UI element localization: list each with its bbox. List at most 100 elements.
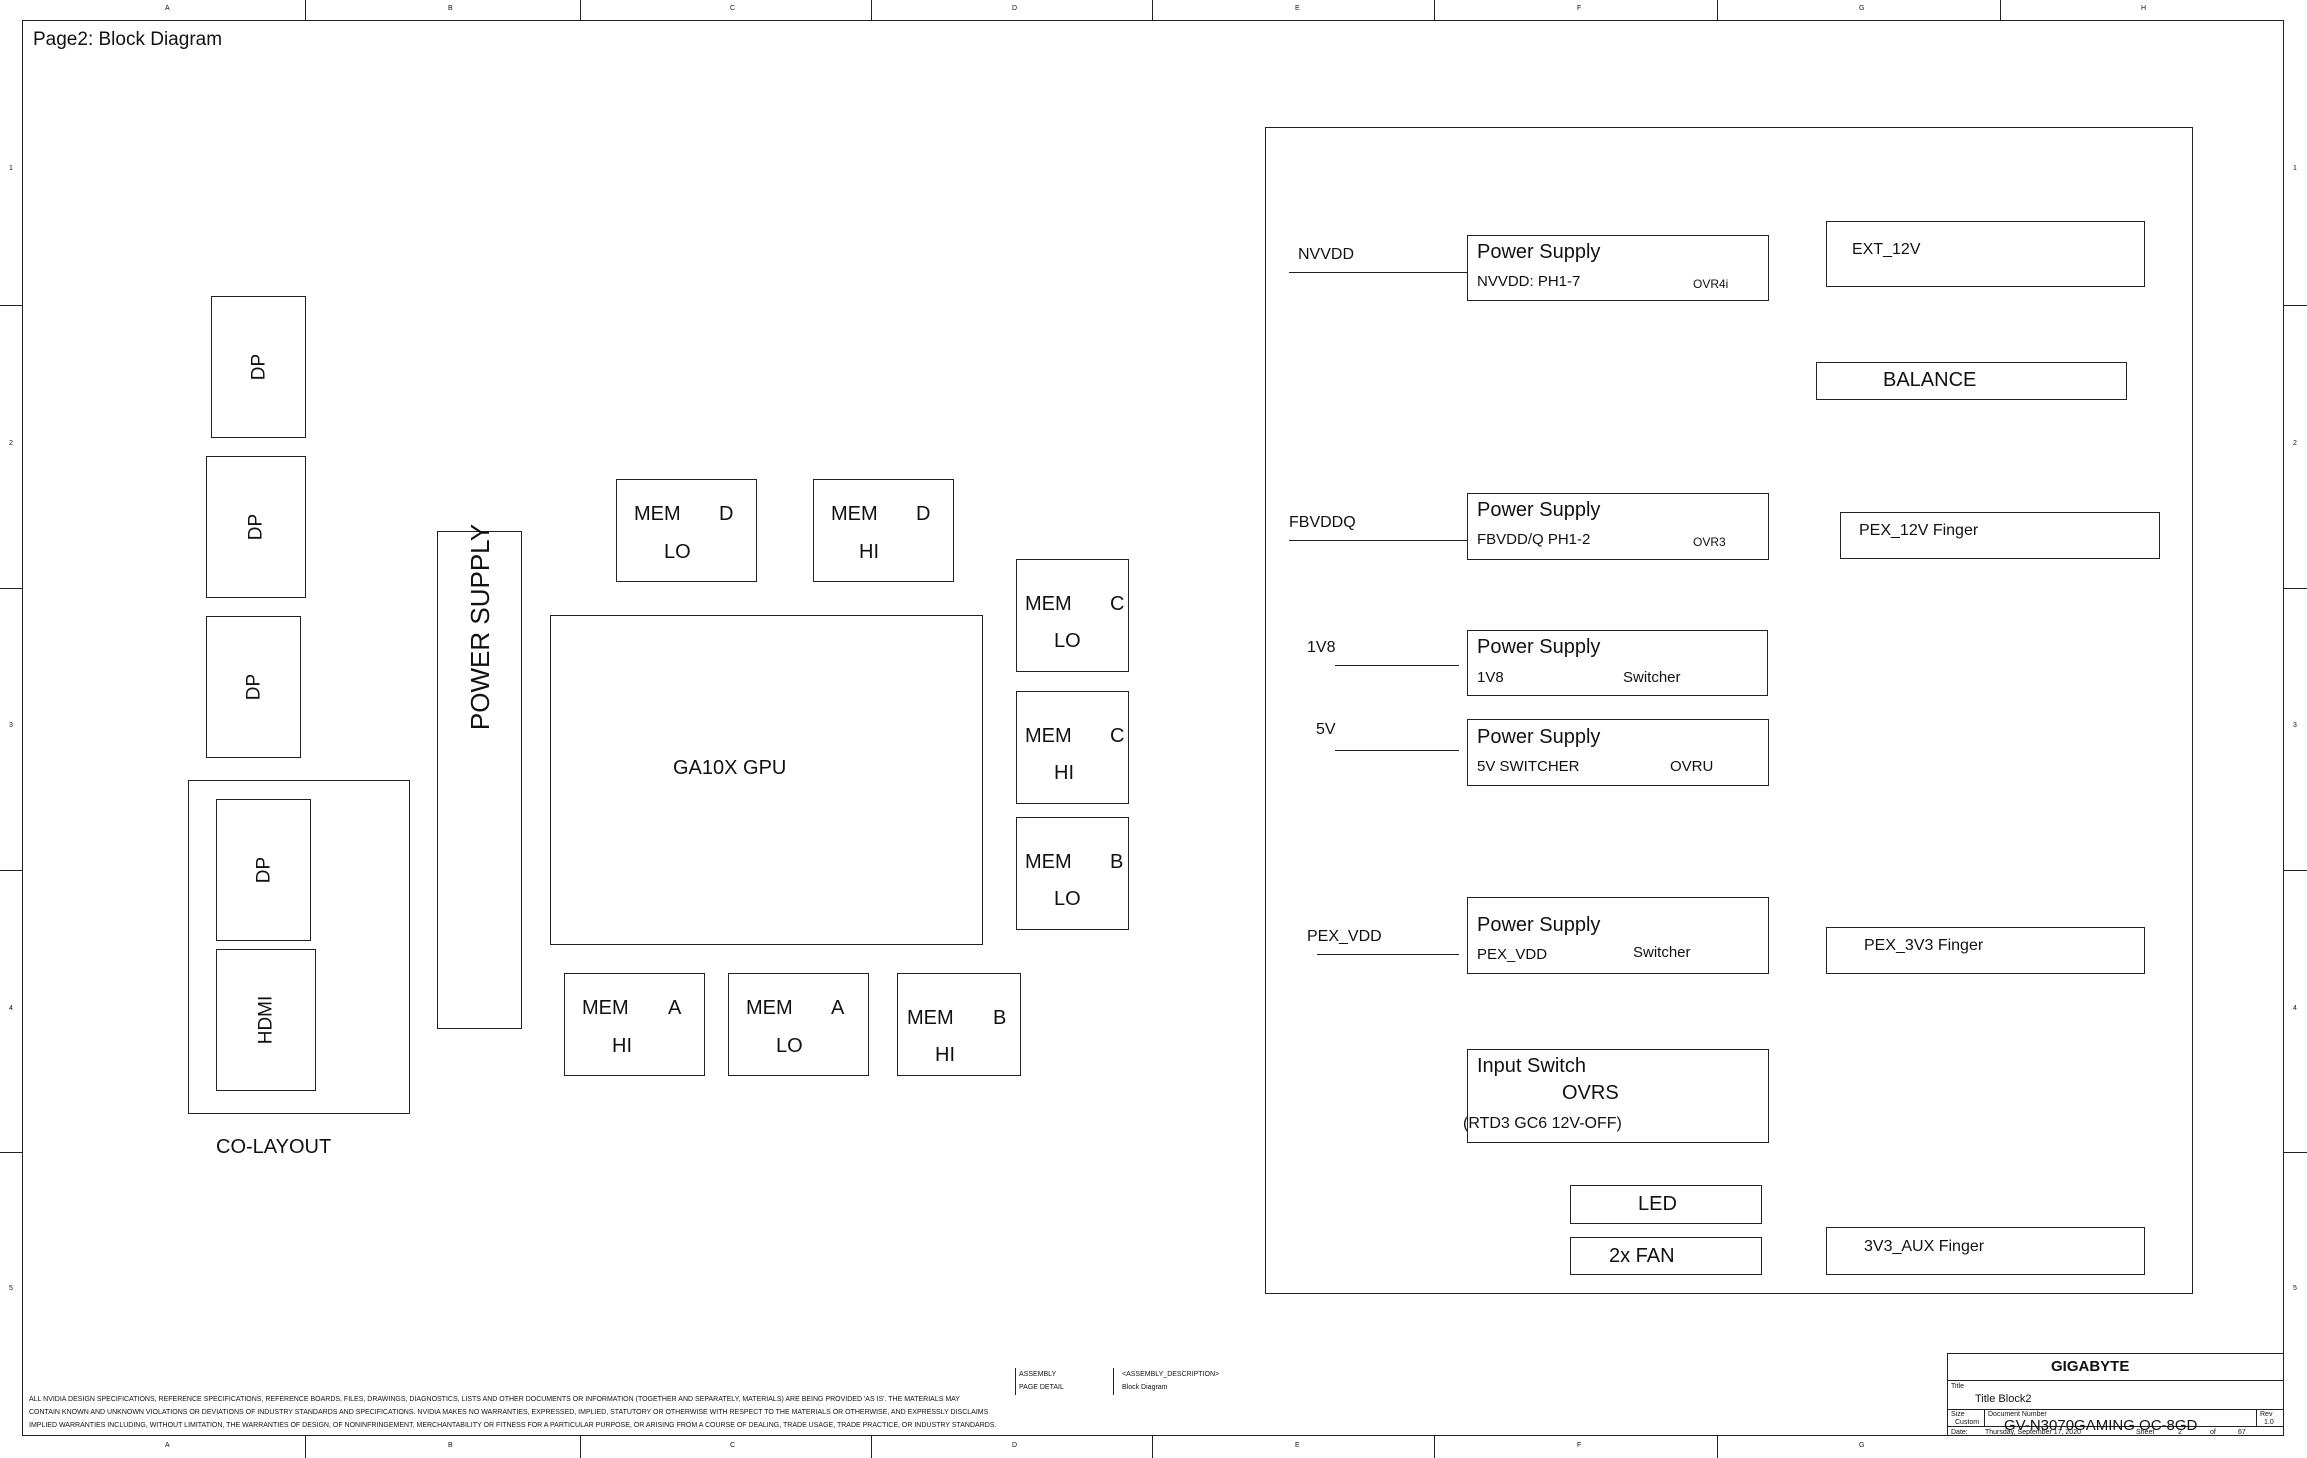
title-block-row-2-divider: [1948, 1409, 2283, 1410]
power-supply-nvvdd-sub: NVVDD: PH1-7: [1477, 273, 1581, 290]
power-supply-fbvddq-sub: FBVDD/Q PH1-2: [1477, 531, 1591, 548]
mem-b-lo: MEM B LO: [1016, 817, 1129, 930]
ruler-col-h: H: [2141, 5, 2147, 12]
mem-a-lo-type: MEM: [746, 997, 793, 1019]
date-label: Date:: [1951, 1429, 1968, 1436]
mem-d-lo-channel: D: [719, 503, 734, 525]
mem-a-lo: MEM A LO: [728, 973, 869, 1076]
mem-c-hi-rank: HI: [1054, 762, 1074, 784]
power-supply-5v-tag: OVRU: [1670, 758, 1714, 775]
rail-pexvdd-label: PEX_VDD: [1307, 928, 1382, 945]
mem-a-lo-rank: LO: [776, 1035, 803, 1057]
dp-connector-1: DP: [211, 296, 306, 438]
ruler-col-f: F: [1577, 5, 1582, 12]
dp-connector-1-label: DP: [248, 353, 269, 381]
power-supply-fbvddq-title: Power Supply: [1477, 499, 1601, 521]
ruler-right-row-5: 5: [2293, 1285, 2297, 1292]
mem-d-hi-rank: HI: [859, 541, 879, 563]
rail-nvvdd-label: NVVDD: [1298, 246, 1355, 263]
power-supply-1v8-sub: 1V8: [1477, 669, 1504, 686]
power-supply-5v-sub: 5V SWITCHER: [1477, 758, 1580, 775]
ruler-bottom-col-c: C: [730, 1442, 736, 1449]
ruler-bottom-col-d: D: [1012, 1442, 1018, 1449]
rail-pexvdd-line: [1317, 954, 1459, 955]
ruler-row-1: 1: [9, 165, 13, 172]
mem-d-lo: MEM D LO: [616, 479, 757, 582]
power-supply-1v8-title: Power Supply: [1477, 636, 1601, 658]
mem-d-hi: MEM D HI: [813, 479, 954, 582]
input-switch-sub: OVRS: [1562, 1082, 1619, 1104]
docnum-label: Document Number: [1988, 1411, 2047, 1418]
input-switch-note: (RTD3 GC6 12V-OFF): [1463, 1115, 1622, 1132]
dp-connector-2: DP: [206, 456, 306, 598]
mem-d-lo-type: MEM: [634, 503, 681, 525]
rail-fbvddq-label: FBVDDQ: [1289, 514, 1356, 531]
disclaimer-line-1: ALL NVIDIA DESIGN SPECIFICATIONS, REFERE…: [29, 1396, 960, 1403]
fan-label: 2x FAN: [1609, 1245, 1675, 1267]
ruler-col-e: E: [1295, 5, 1300, 12]
hdmi-connector-label: HDMI: [255, 995, 277, 1045]
power-supply-bar: POWER SUPPLY: [437, 524, 522, 1029]
title-block-size-divider: [1984, 1409, 1985, 1426]
ext-12v-label: EXT_12V: [1852, 241, 1921, 258]
ruler-col-c: C: [730, 5, 736, 12]
ruler-bottom-col-b: B: [448, 1442, 453, 1449]
mem-c-hi-type: MEM: [1025, 725, 1072, 747]
docnum-value: GV-N3070GAMING OC-8GD: [2004, 1417, 2198, 1434]
assembly-value: <ASSEMBLY_DESCRIPTION>: [1122, 1371, 1220, 1378]
mem-b-lo-rank: LO: [1054, 888, 1081, 910]
dp-connector-2-label: DP: [245, 513, 267, 541]
of-label: of: [2210, 1429, 2216, 1436]
ruler-row-5: 5: [9, 1285, 13, 1292]
mem-b-lo-type: MEM: [1025, 851, 1072, 873]
sheet-label: Sheet: [2136, 1429, 2155, 1436]
page-detail-label: PAGE DETAIL: [1019, 1384, 1064, 1391]
ruler-right-row-2: 2: [2293, 440, 2297, 447]
rail-1v8-line: [1335, 665, 1459, 666]
ruler-right-row-4: 4: [2293, 1005, 2297, 1012]
dp-connector-4: DP: [216, 799, 311, 941]
assembly-divider-right: [1113, 1368, 1114, 1395]
pex-3v3-finger-block: PEX_3V3 Finger: [1826, 927, 2145, 974]
gpu-block: GA10X GPU: [550, 615, 983, 945]
aux-3v3-finger-block: 3V3_AUX Finger: [1826, 1227, 2145, 1275]
ruler-bottom-col-e: E: [1295, 1442, 1300, 1449]
mem-c-lo-rank: LO: [1054, 630, 1081, 652]
power-supply-1v8-tag: Switcher: [1623, 669, 1681, 686]
title-value: Title Block2: [1975, 1393, 2032, 1405]
size-value: Custom: [1955, 1419, 1980, 1426]
pex-3v3-finger-label: PEX_3V3 Finger: [1864, 937, 1984, 954]
ruler-bottom-col-f: F: [1577, 1442, 1582, 1449]
ruler-right-row-1: 1: [2293, 165, 2297, 172]
aux-3v3-finger-label: 3V3_AUX Finger: [1864, 1238, 1985, 1255]
title-block-row-3-divider: [1948, 1426, 2283, 1427]
title-block: GIGABYTE Title Title Block2 Size Custom …: [1947, 1353, 2284, 1436]
ruler-bottom-col-g: G: [1859, 1442, 1865, 1449]
sheet-value: 2: [2178, 1429, 2182, 1436]
mem-a-hi-rank: HI: [612, 1035, 632, 1057]
gpu-label: GA10X GPU: [673, 757, 787, 779]
mem-b-hi-channel: B: [993, 1007, 1007, 1029]
ruler-col-a: A: [165, 5, 170, 12]
assembly-divider-left: [1015, 1368, 1016, 1395]
title-block-rev-divider: [2256, 1409, 2257, 1426]
drawing-frame: [22, 20, 2284, 1436]
company-name: GIGABYTE: [2051, 1358, 2130, 1375]
power-supply-bar-label: POWER SUPPLY: [465, 523, 495, 731]
rail-5v-label: 5V: [1316, 721, 1336, 738]
date-value: Thursday, September 17, 2020: [1985, 1429, 2081, 1436]
ext-12v-block: EXT_12V: [1826, 221, 2145, 287]
pex-12v-finger-label: PEX_12V Finger: [1859, 522, 1979, 539]
mem-a-hi: MEM A HI: [564, 973, 705, 1076]
power-supply-5v: Power Supply 5V SWITCHER OVRU: [1467, 719, 1769, 786]
hdmi-connector: HDMI: [216, 949, 316, 1091]
page-title: Page2: Block Diagram: [33, 29, 223, 50]
input-switch-title: Input Switch: [1477, 1055, 1586, 1077]
led-label: LED: [1638, 1193, 1677, 1215]
balance-block: BALANCE: [1816, 362, 2127, 400]
size-label: Size: [1951, 1411, 1965, 1418]
ruler-row-3: 3: [9, 722, 13, 729]
mem-c-lo-channel: C: [1110, 593, 1125, 615]
ruler-row-2: 2: [9, 440, 13, 447]
mem-a-lo-channel: A: [831, 997, 845, 1019]
